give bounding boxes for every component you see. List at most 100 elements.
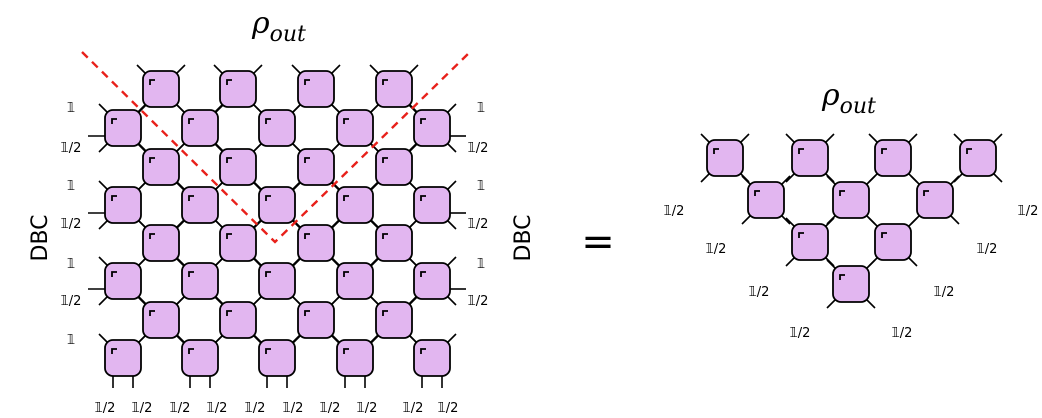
row-label-right: 𝟙/2 [468, 141, 489, 156]
bottom-label: 𝟙/2 [207, 401, 228, 416]
row-label-right: 𝟙 [477, 257, 485, 272]
gate-orientation-mark [420, 348, 426, 354]
row-label-right: 𝟙 [477, 101, 485, 116]
bottom-label: 𝟙/2 [170, 401, 191, 416]
bottom-label: 𝟙/2 [132, 401, 153, 416]
gate-orientation-mark [839, 274, 845, 280]
right-network-gates [706, 139, 997, 303]
gate-tensor [706, 139, 744, 177]
bottom-label: 𝟙/2 [320, 401, 341, 416]
right-label: 𝟙/2 [1018, 204, 1039, 219]
right-title: ρout [821, 78, 876, 119]
bottom-label: 𝟙/2 [283, 401, 304, 416]
gate-tensor [181, 186, 219, 224]
gate-orientation-mark [188, 271, 194, 277]
right-label: 𝟙/2 [664, 204, 685, 219]
row-label-left: 𝟙/2 [61, 217, 82, 232]
gate-orientation-mark [713, 148, 719, 154]
gate-orientation-mark [304, 79, 310, 85]
gate-tensor [297, 148, 335, 186]
gate-tensor [874, 139, 912, 177]
gate-orientation-mark [966, 148, 972, 154]
gate-orientation-mark [149, 157, 155, 163]
gate-orientation-mark [265, 348, 271, 354]
row-label-right: 𝟙/2 [468, 217, 489, 232]
gate-orientation-mark [111, 118, 117, 124]
gate-orientation-mark [149, 233, 155, 239]
gate-tensor [336, 262, 374, 300]
bottom-label: 𝟙/2 [438, 401, 459, 416]
gate-tensor [916, 181, 954, 219]
gate-tensor [258, 186, 296, 224]
gate-tensor [297, 224, 335, 262]
gate-tensor [297, 70, 335, 108]
gate-orientation-mark [382, 79, 388, 85]
gate-orientation-mark [304, 233, 310, 239]
left-side-label: DBC [28, 214, 53, 261]
gate-tensor [375, 301, 413, 339]
gate-tensor [104, 186, 142, 224]
bottom-label: 𝟙/2 [95, 401, 116, 416]
gate-tensor [219, 148, 257, 186]
gate-orientation-mark [881, 148, 887, 154]
gate-tensor [336, 186, 374, 224]
gate-tensor [297, 301, 335, 339]
gate-tensor [959, 139, 997, 177]
gate-tensor [181, 339, 219, 377]
left-title: ρout [251, 6, 306, 47]
gate-tensor [258, 262, 296, 300]
gate-orientation-mark [420, 118, 426, 124]
right-label: 𝟙/2 [977, 242, 998, 257]
gate-tensor [336, 339, 374, 377]
gate-orientation-mark [343, 348, 349, 354]
gate-orientation-mark [149, 79, 155, 85]
light-cone-cut-lines [81, 51, 471, 244]
gate-orientation-mark [382, 310, 388, 316]
gate-tensor [142, 301, 180, 339]
right-side-label: DBC [511, 214, 536, 261]
gate-tensor [336, 109, 374, 147]
gate-tensor [413, 262, 451, 300]
gate-tensor [219, 70, 257, 108]
row-label-left: 𝟙 [67, 257, 75, 272]
gate-tensor [791, 223, 829, 261]
gate-tensor [181, 109, 219, 147]
gate-tensor [258, 109, 296, 147]
gate-tensor [874, 223, 912, 261]
gate-tensor [219, 301, 257, 339]
gate-orientation-mark [111, 271, 117, 277]
right-label: 𝟙/2 [790, 326, 811, 341]
row-label-left: 𝟙/2 [61, 141, 82, 156]
gate-orientation-mark [420, 271, 426, 277]
gate-tensor [832, 265, 870, 303]
gate-tensor [142, 70, 180, 108]
gate-tensor [142, 224, 180, 262]
gate-tensor [104, 339, 142, 377]
bottom-label: 𝟙/2 [357, 401, 378, 416]
gate-orientation-mark [382, 233, 388, 239]
gate-orientation-mark [226, 233, 232, 239]
gate-orientation-mark [265, 195, 271, 201]
row-label-left: 𝟙 [67, 179, 75, 194]
gate-tensor [181, 262, 219, 300]
gate-orientation-mark [923, 190, 929, 196]
gate-tensor [747, 181, 785, 219]
gate-orientation-mark [265, 118, 271, 124]
right-label: 𝟙/2 [749, 285, 770, 300]
gate-tensor [142, 148, 180, 186]
row-label-right: 𝟙/2 [468, 294, 489, 309]
row-label-left: 𝟙 [67, 333, 75, 348]
gate-orientation-mark [343, 195, 349, 201]
gate-orientation-mark [304, 310, 310, 316]
gate-orientation-mark [798, 232, 804, 238]
right-label: 𝟙/2 [892, 326, 913, 341]
row-label-left: 𝟙/2 [61, 294, 82, 309]
gate-orientation-mark [881, 232, 887, 238]
row-label-left: 𝟙 [67, 101, 75, 116]
gate-orientation-mark [304, 157, 310, 163]
gate-orientation-mark [420, 195, 426, 201]
gate-orientation-mark [226, 157, 232, 163]
gate-orientation-mark [226, 79, 232, 85]
gate-tensor [413, 186, 451, 224]
